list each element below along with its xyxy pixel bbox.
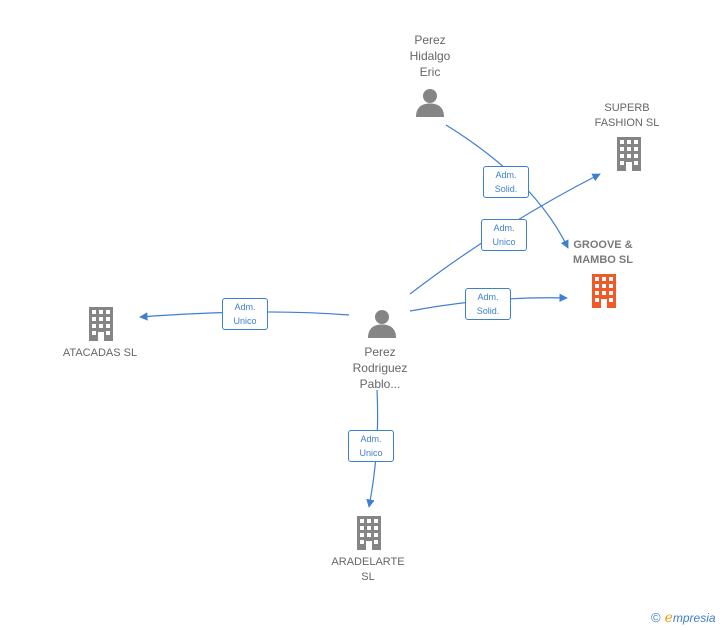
edge-badge-rodriguez-superb[interactable]: Adm. Unico bbox=[481, 219, 527, 251]
person-icon[interactable] bbox=[366, 309, 398, 339]
building-icon[interactable] bbox=[614, 137, 644, 171]
node-label-groove-mambo[interactable]: GROOVE & MAMBO SL bbox=[573, 239, 633, 266]
person-icon[interactable] bbox=[414, 88, 446, 118]
brand-initial: e bbox=[664, 610, 673, 626]
node-label-atacadas[interactable]: ATACADAS SL bbox=[62, 347, 138, 359]
building-icon[interactable] bbox=[86, 307, 116, 341]
building-icon[interactable] bbox=[589, 274, 619, 308]
node-label-aradelarte[interactable]: ARADELARTE SL bbox=[331, 556, 405, 583]
node-label-perez-rodriguez[interactable]: Perez Rodriguez Pablo... bbox=[352, 345, 408, 391]
building-icon[interactable] bbox=[354, 516, 384, 550]
edge-badge-rodriguez-atacadas[interactable]: Adm. Unico bbox=[222, 298, 268, 330]
edge-badge-rodriguez-aradelarte[interactable]: Adm. Unico bbox=[348, 430, 394, 462]
edge-badge-rodriguez-groove[interactable]: Adm. Solid. bbox=[465, 288, 511, 320]
node-label-perez-hidalgo[interactable]: Perez Hidalgo Eric bbox=[409, 33, 451, 79]
node-label-superb-fashion[interactable]: SUPERB FASHION SL bbox=[594, 102, 660, 129]
edge-badge-hidalgo-groove[interactable]: Adm. Solid. bbox=[483, 166, 529, 198]
brand-logo: ©empresia bbox=[651, 610, 716, 626]
brand-name: mpresia bbox=[672, 611, 716, 625]
copyright-symbol: © bbox=[651, 610, 661, 625]
